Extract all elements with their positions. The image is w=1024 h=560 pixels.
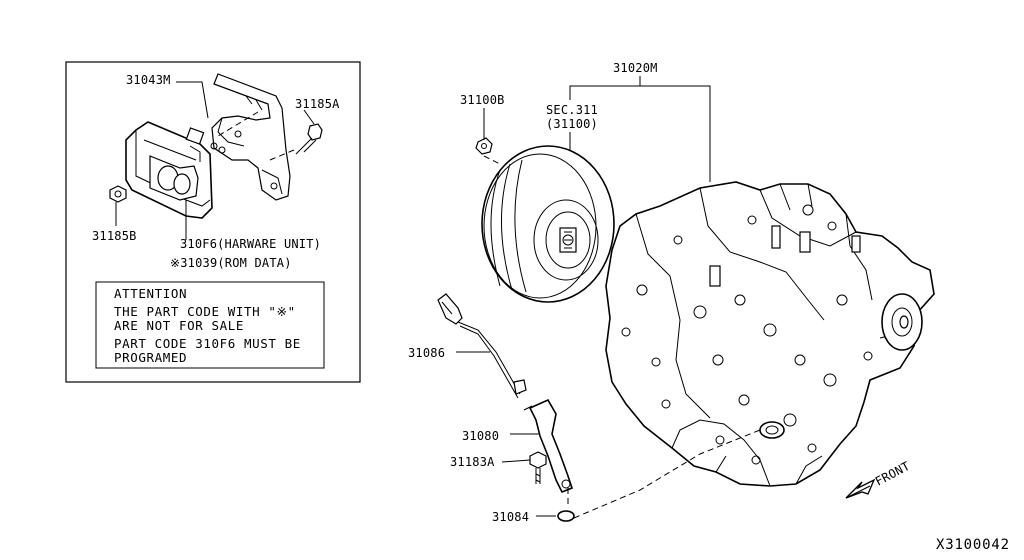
label-31039: ※31039(ROM DATA)	[170, 256, 292, 270]
hardware-unit-310F6-drawing	[125, 121, 226, 219]
label-31100B: 31100B	[460, 93, 505, 107]
label-sec-31100: (31100)	[546, 117, 598, 131]
label-31084: 31084	[492, 510, 529, 524]
attention-notice-frame	[95, 281, 325, 369]
notice-line-2: ARE NOT FOR SALE	[114, 318, 244, 333]
label-31080: 31080	[462, 429, 499, 443]
label-31086: 31086	[408, 346, 445, 360]
bolt-31183A-drawing	[529, 451, 547, 484]
label-sec-311: SEC.311	[546, 103, 598, 117]
bolt-31185A-drawing	[295, 123, 323, 155]
dipstick-31086-drawing	[437, 293, 527, 399]
filler-tube-31080-drawing	[523, 398, 573, 494]
front-direction-arrow	[845, 478, 876, 499]
bolt-31100B-drawing	[475, 137, 493, 155]
label-310F6: 310F6(HARWARE UNIT)	[180, 237, 321, 251]
transaxle-housing-drawing	[605, 181, 935, 487]
bracket-31043M-drawing	[211, 73, 291, 201]
o-ring-31084-drawing	[557, 510, 575, 522]
control-unit-inset-frame	[65, 61, 361, 383]
label-31020M: 31020M	[613, 61, 658, 75]
label-31185B: 31185B	[92, 229, 137, 243]
notice-line-3: PART CODE 310F6 MUST BE	[114, 336, 301, 351]
label-31043M: 31043M	[126, 73, 171, 87]
diagram-reference-code: X3100042	[936, 537, 1010, 553]
torque-converter-drawing	[481, 145, 615, 303]
notice-title: ATTENTION	[114, 286, 187, 301]
label-31185A: 31185A	[295, 97, 340, 111]
label-31183A: 31183A	[450, 455, 495, 469]
notice-line-4: PROGRAMED	[114, 350, 187, 365]
label-front: FRONT	[873, 459, 912, 489]
notice-line-1: THE PART CODE WITH "※"	[114, 304, 296, 319]
nut-31185B-drawing	[109, 185, 127, 203]
